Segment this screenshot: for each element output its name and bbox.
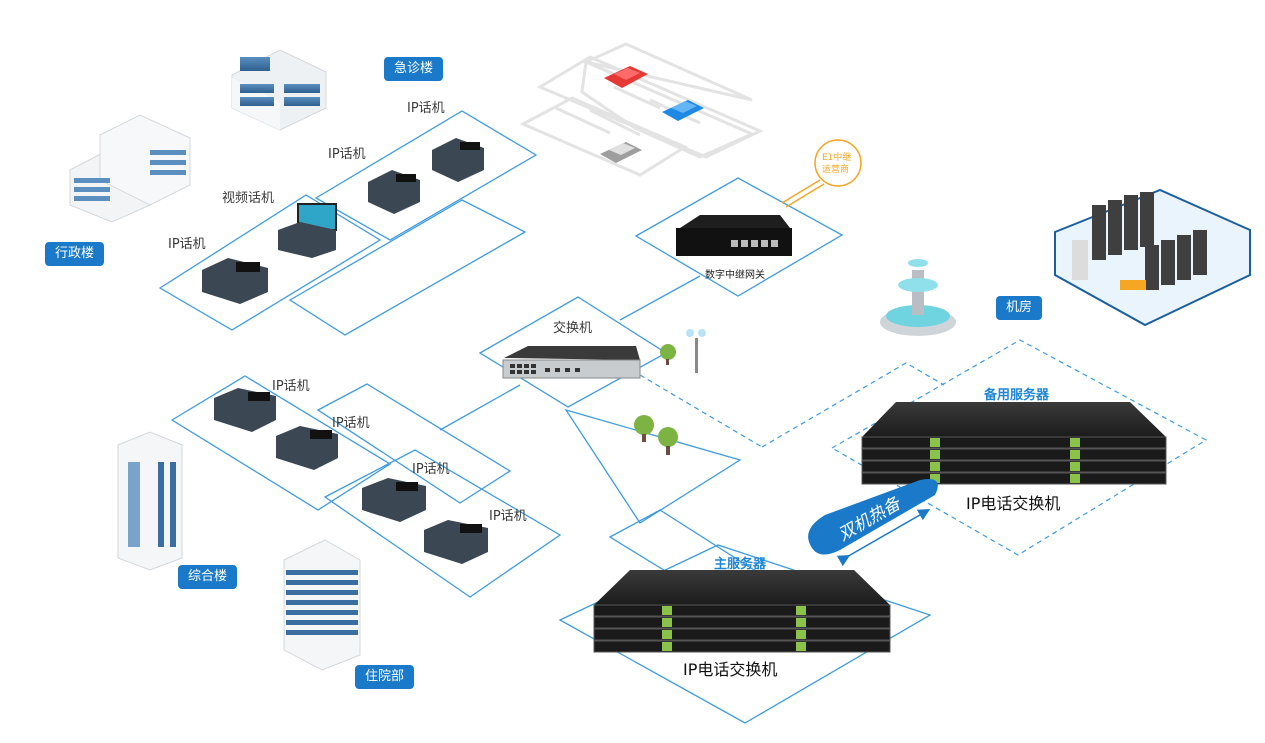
building-admin — [69, 114, 191, 223]
building-tag-admin: 行政楼 — [45, 242, 105, 266]
phone-label: IP话机 — [489, 509, 527, 524]
phone-label: IP话机 — [168, 237, 206, 252]
building-general — [117, 431, 183, 571]
car-red — [604, 66, 648, 88]
building-emergency — [231, 49, 327, 131]
main-server-icon — [593, 570, 891, 653]
trunk-label-line2: 运营商 — [822, 165, 850, 175]
ip-phone-icon — [202, 258, 268, 304]
car-blue — [662, 100, 704, 121]
ip-phone-icon — [368, 170, 420, 214]
building-tag-inpatient: 住院部 — [355, 665, 415, 689]
trunk-label-line1: E1中继 — [822, 153, 852, 163]
backup-links — [639, 339, 1208, 556]
network-switch-icon — [502, 346, 641, 379]
machine-room-illustration — [1054, 188, 1251, 327]
phone-label: IP话机 — [412, 462, 450, 477]
e1-trunk-link — [781, 179, 825, 208]
ip-phone-icon — [214, 388, 276, 432]
hot-standby-arrow — [836, 509, 931, 567]
switch-label: 交换机 — [553, 321, 593, 336]
backup-server-icon — [861, 402, 1167, 485]
ip-phone-icon — [424, 520, 488, 564]
building-inpatient — [283, 539, 361, 671]
building-tag-emergency: 急诊楼 — [384, 57, 444, 81]
building-tag-general: 综合楼 — [178, 565, 238, 589]
phone-label: IP话机 — [407, 101, 445, 116]
hot-standby-badge: 双机热备 — [808, 479, 938, 555]
main-server-title: 主服务器 — [714, 557, 767, 572]
car-grey — [600, 142, 642, 163]
fountain-illustration — [880, 259, 956, 336]
video-phone-icon — [278, 203, 337, 258]
backup-pbx-label: IP电话交换机 — [966, 494, 1061, 513]
ip-phone-icon — [276, 426, 338, 470]
phone-label: IP话机 — [272, 379, 310, 394]
video-phone-label: 视频话机 — [222, 191, 275, 206]
digital-trunk-gateway-icon — [676, 215, 792, 256]
street-lamp — [686, 329, 706, 373]
phone-label: IP话机 — [328, 147, 366, 162]
main-pbx-label: IP电话交换机 — [683, 660, 778, 679]
phone-label: IP话机 — [332, 416, 370, 431]
ip-phone-icon — [362, 478, 426, 522]
gateway-label: 数字中继网关 — [705, 270, 765, 281]
backup-server-title: 备用服务器 — [984, 388, 1050, 403]
parking-lot — [519, 42, 764, 177]
ip-phones — [202, 138, 488, 564]
building-tag-machine-room: 机房 — [996, 296, 1043, 320]
tree-cluster — [634, 344, 678, 455]
e1-trunk-bubble — [814, 139, 862, 187]
ip-phone-icon — [432, 138, 484, 182]
